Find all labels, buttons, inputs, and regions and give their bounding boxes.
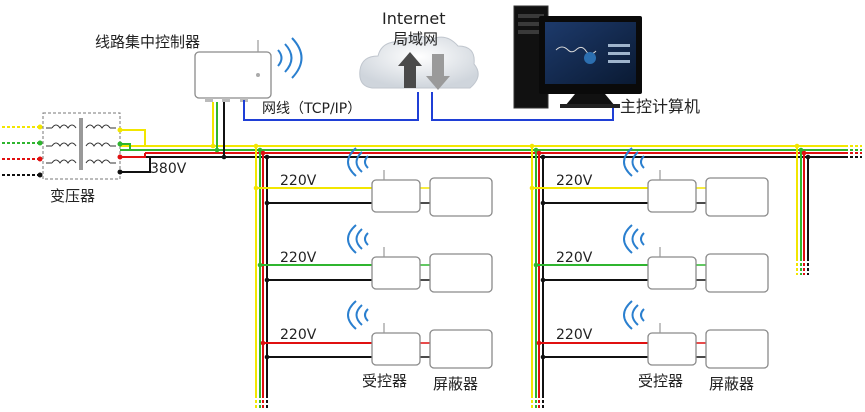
wifi-icon bbox=[347, 224, 369, 254]
main-voltage-label: 380V bbox=[150, 161, 187, 177]
branch-group-1 bbox=[253, 143, 430, 410]
receiver-device bbox=[647, 323, 697, 366]
main-bus bbox=[120, 129, 862, 173]
shield-device bbox=[429, 329, 493, 369]
receiver-label: 受控器 bbox=[638, 372, 683, 390]
receiver-device bbox=[647, 247, 697, 290]
wifi-icon bbox=[347, 147, 369, 177]
shield-label: 屏蔽器 bbox=[433, 375, 478, 393]
wifi-icon bbox=[347, 300, 369, 330]
shield-device bbox=[429, 253, 493, 293]
cloud-icon bbox=[359, 35, 479, 90]
network-line-label: 网线（TCP/IP） bbox=[262, 101, 361, 117]
transformer bbox=[2, 112, 123, 180]
shield-device bbox=[705, 329, 769, 369]
shield-device bbox=[429, 177, 493, 217]
internet-label: Internet bbox=[382, 9, 446, 28]
shield-label: 屏蔽器 bbox=[709, 375, 754, 393]
network-cable bbox=[243, 92, 614, 121]
branch-voltage-label: 220V bbox=[556, 250, 593, 266]
line-controller bbox=[194, 37, 303, 160]
receiver-device bbox=[371, 247, 421, 290]
branch-voltage-label: 220V bbox=[280, 327, 317, 343]
controller-label: 线路集中控制器 bbox=[95, 33, 200, 51]
computer-icon bbox=[513, 5, 642, 109]
branch-voltage-label: 220V bbox=[280, 173, 317, 189]
wifi-icon bbox=[623, 224, 645, 254]
wifi-icon bbox=[623, 300, 645, 330]
wifi-icon bbox=[623, 147, 645, 177]
lan-label: 局域网 bbox=[393, 30, 438, 48]
branch-group-3 bbox=[794, 143, 811, 275]
shield-device bbox=[705, 253, 769, 293]
receiver-device bbox=[371, 323, 421, 366]
shield-device bbox=[705, 177, 769, 217]
branch-voltage-label: 220V bbox=[556, 327, 593, 343]
wifi-icon bbox=[277, 37, 303, 79]
transformer-label: 变压器 bbox=[50, 187, 95, 205]
receiver-label: 受控器 bbox=[362, 372, 407, 390]
branch-voltage-label: 220V bbox=[280, 250, 317, 266]
transformer-icon bbox=[46, 118, 116, 170]
branch-voltage-label: 220V bbox=[556, 173, 593, 189]
host-label: 主控计算机 bbox=[620, 97, 700, 116]
receiver-device bbox=[371, 170, 421, 213]
receiver-device bbox=[647, 170, 697, 213]
branch-group-2 bbox=[529, 143, 706, 410]
